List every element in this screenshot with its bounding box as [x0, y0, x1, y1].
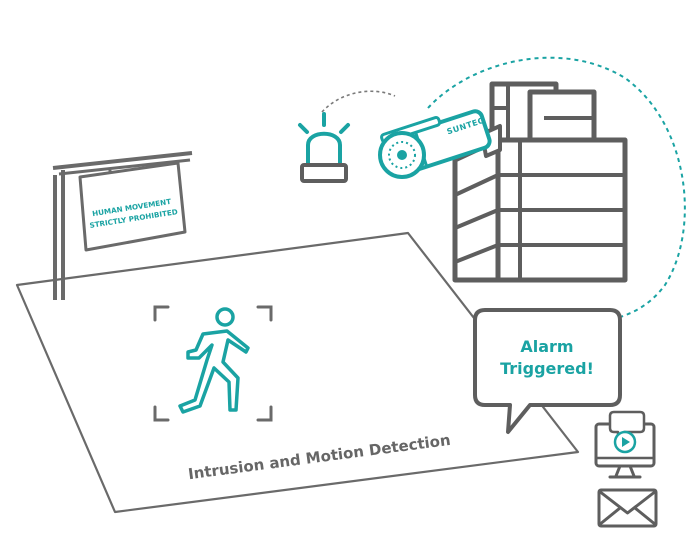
email-envelope-icon — [597, 488, 658, 528]
cctv-camera-icon: SUNTEC — [378, 109, 502, 179]
warning-sign — [52, 151, 193, 300]
walking-person-icon — [178, 307, 250, 414]
alarm-siren-icon — [298, 112, 350, 183]
alarm-speech-bubble: Alarm Triggered! — [473, 308, 622, 434]
office-building-icon — [452, 81, 628, 283]
bubble-line2: Triggered! — [500, 359, 594, 378]
video-monitor-icon — [594, 410, 656, 479]
detection-frame — [153, 305, 273, 422]
bubble-line1: Alarm — [520, 337, 573, 356]
detection-zone — [15, 231, 580, 514]
siren-camera-link — [321, 90, 396, 113]
camera-range-arc — [427, 56, 686, 323]
